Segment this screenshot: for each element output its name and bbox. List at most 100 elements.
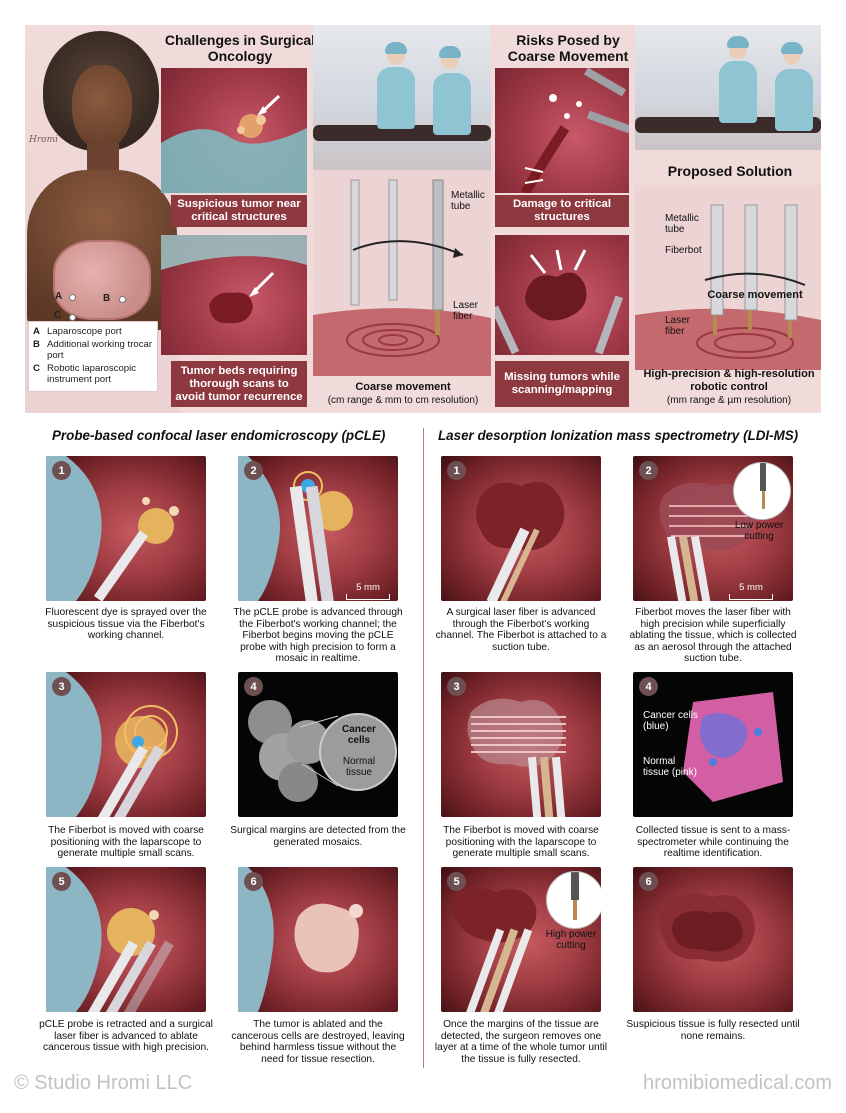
port-a-dot — [69, 294, 76, 301]
pcle-panel-6: 6 — [238, 867, 398, 1012]
ldi-panel-2-svg — [659, 482, 755, 601]
port-b-dot — [119, 296, 126, 303]
missing-tumor-scene — [495, 235, 629, 355]
damage-svg — [520, 68, 629, 193]
ldi-panel-3: 3 — [441, 672, 601, 817]
pcle-panel-1-svg — [46, 456, 179, 601]
ldi-panel-1-svg — [476, 481, 565, 601]
coarse-movement-svg — [313, 179, 491, 376]
ldi-caption-3: The Fiberbot is moved with coarse positi… — [443, 825, 599, 860]
laser-fiber-label: Laser fiber — [453, 300, 479, 322]
normal-tissue-pink-label: Normal tissue (pink) — [643, 756, 697, 778]
low-power-inset — [733, 462, 791, 520]
metallic-tube-label: Metallic tube — [451, 190, 485, 212]
website-link[interactable]: hromibiomedical.com — [643, 1072, 832, 1094]
step-number: 6 — [639, 872, 658, 891]
step-number: 1 — [52, 461, 71, 480]
artist-signature: Hromi — [29, 135, 58, 145]
pcle-panel-5-svg — [46, 867, 174, 1012]
cancer-cells-blue-label: Cancer cells (blue) — [643, 710, 699, 732]
pcle-caption-6: The tumor is ablated and the cancerous c… — [231, 1019, 405, 1065]
challenge-caption-1: Suspicious tumor near critical structure… — [171, 195, 307, 227]
challenge-caption-2: Tumor beds requiring thorough scans to a… — [171, 361, 307, 407]
coarse-movement-subtitle: (cm range & mm to cm resolution) — [327, 395, 479, 406]
tumor-bed-scene — [161, 235, 307, 355]
surgeon-figure — [433, 73, 471, 135]
step-number: 5 — [447, 872, 466, 891]
ldi-panel-5-svg — [451, 888, 537, 1012]
ldi-panel-6: 6 — [633, 867, 793, 1012]
ldi-panel-3-svg — [467, 698, 567, 817]
step-number: 2 — [639, 461, 658, 480]
ldi-caption-6: Suspicious tissue is fully resected unti… — [626, 1019, 800, 1042]
fiberbot-label: Fiberbot — [665, 245, 702, 256]
pcle-panel-6-svg — [238, 867, 363, 1012]
step-number: 4 — [639, 677, 658, 696]
pcle-caption-3: The Fiberbot is moved with coarse positi… — [48, 825, 204, 860]
ldi-caption-5: Once the margins of the tissue are detec… — [434, 1019, 608, 1065]
pcle-panel-2-svg — [238, 456, 353, 601]
pcle-panel-4: 4 Cancer cells Normal tissue — [238, 672, 398, 817]
port-c-dot — [69, 314, 76, 321]
pcle-panel-5: 5 — [46, 867, 206, 1012]
ldi-section-title: Laser desorption Ionization mass spectro… — [438, 428, 799, 443]
or-scene-1 — [313, 25, 491, 170]
scale-bar: 5 mm — [346, 582, 390, 600]
risk-caption-1: Damage to critical structures — [495, 195, 629, 227]
step-number: 3 — [52, 677, 71, 696]
scale-bar: 5 mm — [729, 582, 773, 600]
cancer-cells-label: Cancer cells — [342, 724, 376, 746]
step-number: 3 — [447, 677, 466, 696]
pcle-section-title: Probe-based confocal laser endomicroscop… — [52, 428, 386, 443]
pcle-mosaic-svg — [248, 700, 397, 802]
solution-heading: Proposed Solution — [667, 163, 793, 179]
surgeon-figure — [719, 61, 757, 123]
or-scene-2 — [635, 25, 821, 150]
solution-svg — [635, 204, 821, 370]
abdominal-organs — [53, 240, 151, 320]
solution-metallic-tube-label: Metallic tube — [665, 213, 699, 235]
copyright-text: © Studio Hromi LLC — [14, 1072, 193, 1094]
ldi-panel-1: 1 — [441, 456, 601, 601]
patient-face — [72, 65, 132, 149]
port-c-label: C — [54, 310, 62, 321]
ldi-caption-1: A surgical laser fiber is advanced throu… — [435, 607, 607, 653]
port-a-label: A — [55, 291, 63, 302]
risk-caption-2: Missing tumors while scanning/mapping — [495, 361, 629, 407]
solution-laser-fiber-label: Laser fiber — [665, 315, 691, 337]
ldi-panel-5: 5 High power cutting — [441, 867, 601, 1012]
damage-scene — [495, 68, 629, 193]
ldi-caption-2: Fiberbot moves the laser fiber with high… — [629, 607, 797, 665]
pcle-panel-3-svg — [46, 672, 178, 817]
ldi-panel-4: 4 Cancer cells (blue) Normal tissue (pin… — [633, 672, 793, 817]
coarse-movement-title: Coarse movement — [355, 381, 451, 393]
step-number: 2 — [244, 461, 263, 480]
solution-coarse-label: Coarse movement — [707, 289, 803, 301]
pcle-panel-3: 3 — [46, 672, 206, 817]
risks-heading: Risks Posed by Coarse Movement — [507, 32, 629, 64]
tumor-near-structures-scene — [161, 68, 307, 193]
step-number: 1 — [447, 461, 466, 480]
tumor-bed-svg — [161, 235, 307, 324]
tumor-structures-svg — [161, 94, 307, 193]
port-b-label: B — [103, 293, 111, 304]
pcle-caption-2: The pCLE probe is advanced through the F… — [233, 607, 403, 665]
high-power-inset — [546, 871, 601, 929]
solution-title: High-precision & high-resolution robotic… — [643, 368, 815, 393]
ldi-panel-6-svg — [659, 893, 755, 962]
surgeon-figure — [377, 67, 415, 129]
pcle-caption-1: Fluorescent dye is sprayed over the susp… — [45, 607, 207, 642]
solution-scene: Metallic tube Fiberbot Coarse movement L… — [635, 185, 821, 370]
pcle-caption-5: pCLE probe is retracted and a surgical l… — [39, 1019, 213, 1054]
challenges-heading: Challenges in Surgical Oncology — [164, 32, 316, 64]
high-power-label: High power cutting — [545, 929, 597, 951]
step-number: 5 — [52, 872, 71, 891]
pcle-panel-1: 1 — [46, 456, 206, 601]
step-number: 6 — [244, 872, 263, 891]
pcle-panel-2: 2 5 mm — [238, 456, 398, 601]
